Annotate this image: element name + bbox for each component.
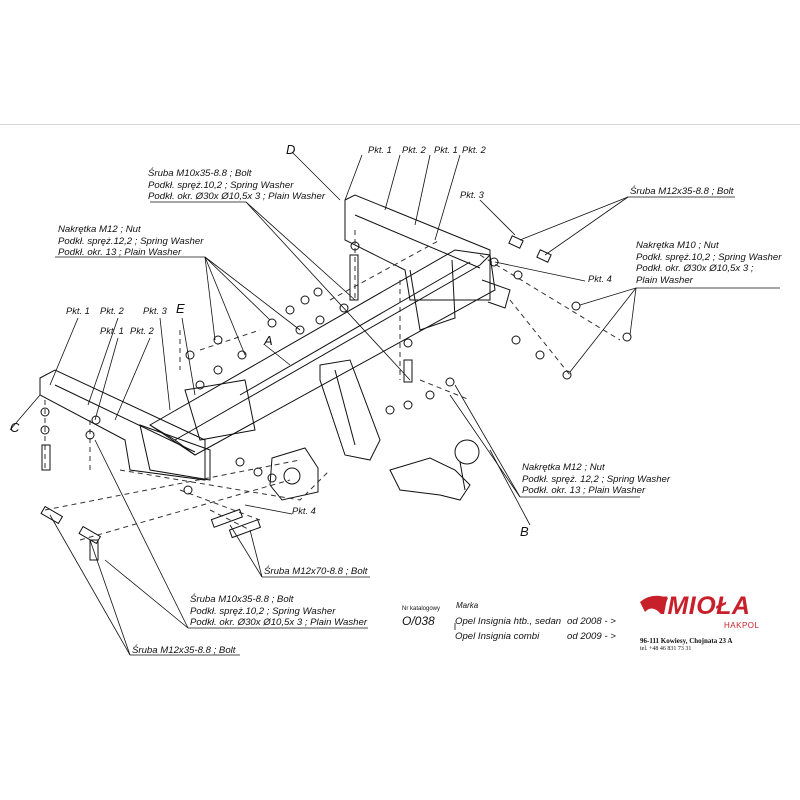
tow-ball xyxy=(454,439,480,465)
callout-top-bolt: Śruba M10x35-8.8 ; Bolt Podkł. spręż.10,… xyxy=(148,168,326,202)
callout-bottom-bolt-2: Śruba M12x35-8.8 ; Bolt xyxy=(132,645,236,656)
pkt-label: Pkt. 2 xyxy=(462,145,486,155)
callout-right-nut: Nakrętka M10 ; Nut Podkł. spręż.10,2 ; S… xyxy=(636,240,782,286)
pkt-label: Pkt. 3 xyxy=(143,306,167,316)
year-2: od 2009 - > xyxy=(567,631,616,642)
company-logo: IMIOŁA xyxy=(660,592,751,620)
pkt-label: Pkt. 3 xyxy=(460,190,484,200)
label-d: D xyxy=(286,142,296,157)
callout-bottom-bolt: Śruba M10x35-8.8 ; Bolt Podkł. spręż.10,… xyxy=(190,594,368,628)
pkt-label: Pkt. 2 xyxy=(100,306,124,316)
ball-neck xyxy=(389,457,471,501)
label-b: B xyxy=(520,524,529,539)
label-c: C xyxy=(10,420,20,435)
model-2: Opel Insignia combi xyxy=(455,631,540,642)
company-address: 96-111 Kowiesy, Chojnata 23 A xyxy=(640,637,733,645)
pkt-label: Pkt. 2 xyxy=(130,326,154,336)
label-e: E xyxy=(176,301,185,316)
callout-mid-nut: Nakrętka M12 ; Nut Podkł. spręż. 12,2 ; … xyxy=(522,462,671,496)
pkt-label: Pkt. 4 xyxy=(588,274,612,284)
pkt-label: Pkt. 1 xyxy=(434,145,458,155)
year-1: od 2008 - > xyxy=(567,616,616,627)
pkt-label: Pkt. 1 xyxy=(66,306,90,316)
socket-plate xyxy=(269,447,319,501)
company-logo-sub: HAKPOL xyxy=(724,621,760,630)
callout-top-nut: Nakrętka M12 ; Nut Podkł. spręż.12,2 ; S… xyxy=(58,224,204,258)
company-phone: tel. +48 46 831 73 31 xyxy=(640,646,692,652)
left-side-bracket xyxy=(39,369,206,481)
bolts xyxy=(40,235,552,561)
pkt-label: Pkt. 4 xyxy=(292,506,316,516)
callout-bolt-70: Śruba M12x70-8.8 ; Bolt xyxy=(264,566,368,577)
catalog-code: O/038 xyxy=(402,614,435,628)
brand-label: Marka xyxy=(456,601,479,610)
pkt-label: Pkt. 1 xyxy=(100,326,124,336)
callout-right-bolt: Śruba M12x35-8.8 ; Bolt xyxy=(630,186,734,197)
model-1: Opel Insignia htb., sedan xyxy=(455,616,562,627)
right-side-bracket xyxy=(344,194,491,301)
fasteners xyxy=(40,241,632,495)
plate-e xyxy=(184,379,256,441)
center-mount xyxy=(319,359,381,461)
label-a: A xyxy=(264,333,273,348)
logo-swoosh xyxy=(640,595,668,614)
catalog-number-label: Nr katalogowy xyxy=(402,606,441,612)
pkt-label: Pkt. 2 xyxy=(402,145,426,155)
main-crossbar xyxy=(149,249,496,456)
pkt-label: Pkt. 1 xyxy=(368,145,392,155)
